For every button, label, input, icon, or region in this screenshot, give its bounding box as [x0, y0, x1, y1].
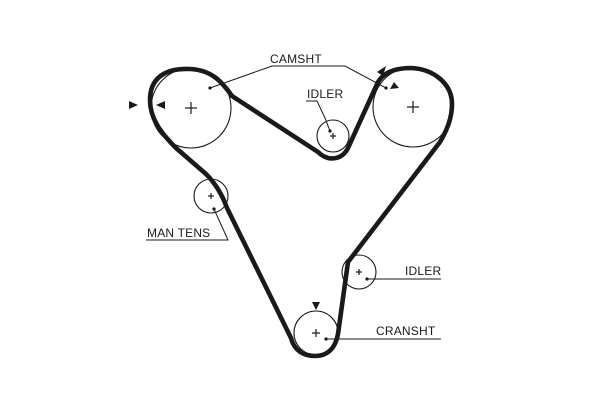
labels: CAMSHT IDLER MAN TENS IDLER CRANSHT — [147, 52, 441, 338]
plus-icon — [407, 101, 419, 113]
leader-lines — [146, 65, 441, 341]
pulley-centers — [185, 101, 419, 337]
plus-icon — [312, 329, 320, 337]
plus-icon — [208, 193, 214, 199]
plus-icon — [185, 102, 197, 114]
triangle-arrow-icon — [312, 302, 320, 310]
idler-top-label: IDLER — [307, 87, 343, 101]
plus-icon — [356, 269, 362, 275]
triangle-arrow-icon — [377, 66, 386, 76]
idler-right-label: IDLER — [405, 264, 441, 278]
timing-belt — [147, 65, 455, 359]
timing-marks — [129, 66, 399, 310]
triangle-arrow-icon — [156, 101, 165, 109]
triangle-arrow-icon — [390, 82, 399, 89]
camshaft-label: CAMSHT — [270, 52, 322, 66]
plus-icon — [330, 133, 336, 139]
manual-tensioner-label: MAN TENS — [147, 226, 210, 240]
pulleys — [150, 66, 454, 356]
crankshaft-label: CRANSHT — [376, 324, 436, 338]
triangle-arrow-icon — [129, 101, 138, 109]
